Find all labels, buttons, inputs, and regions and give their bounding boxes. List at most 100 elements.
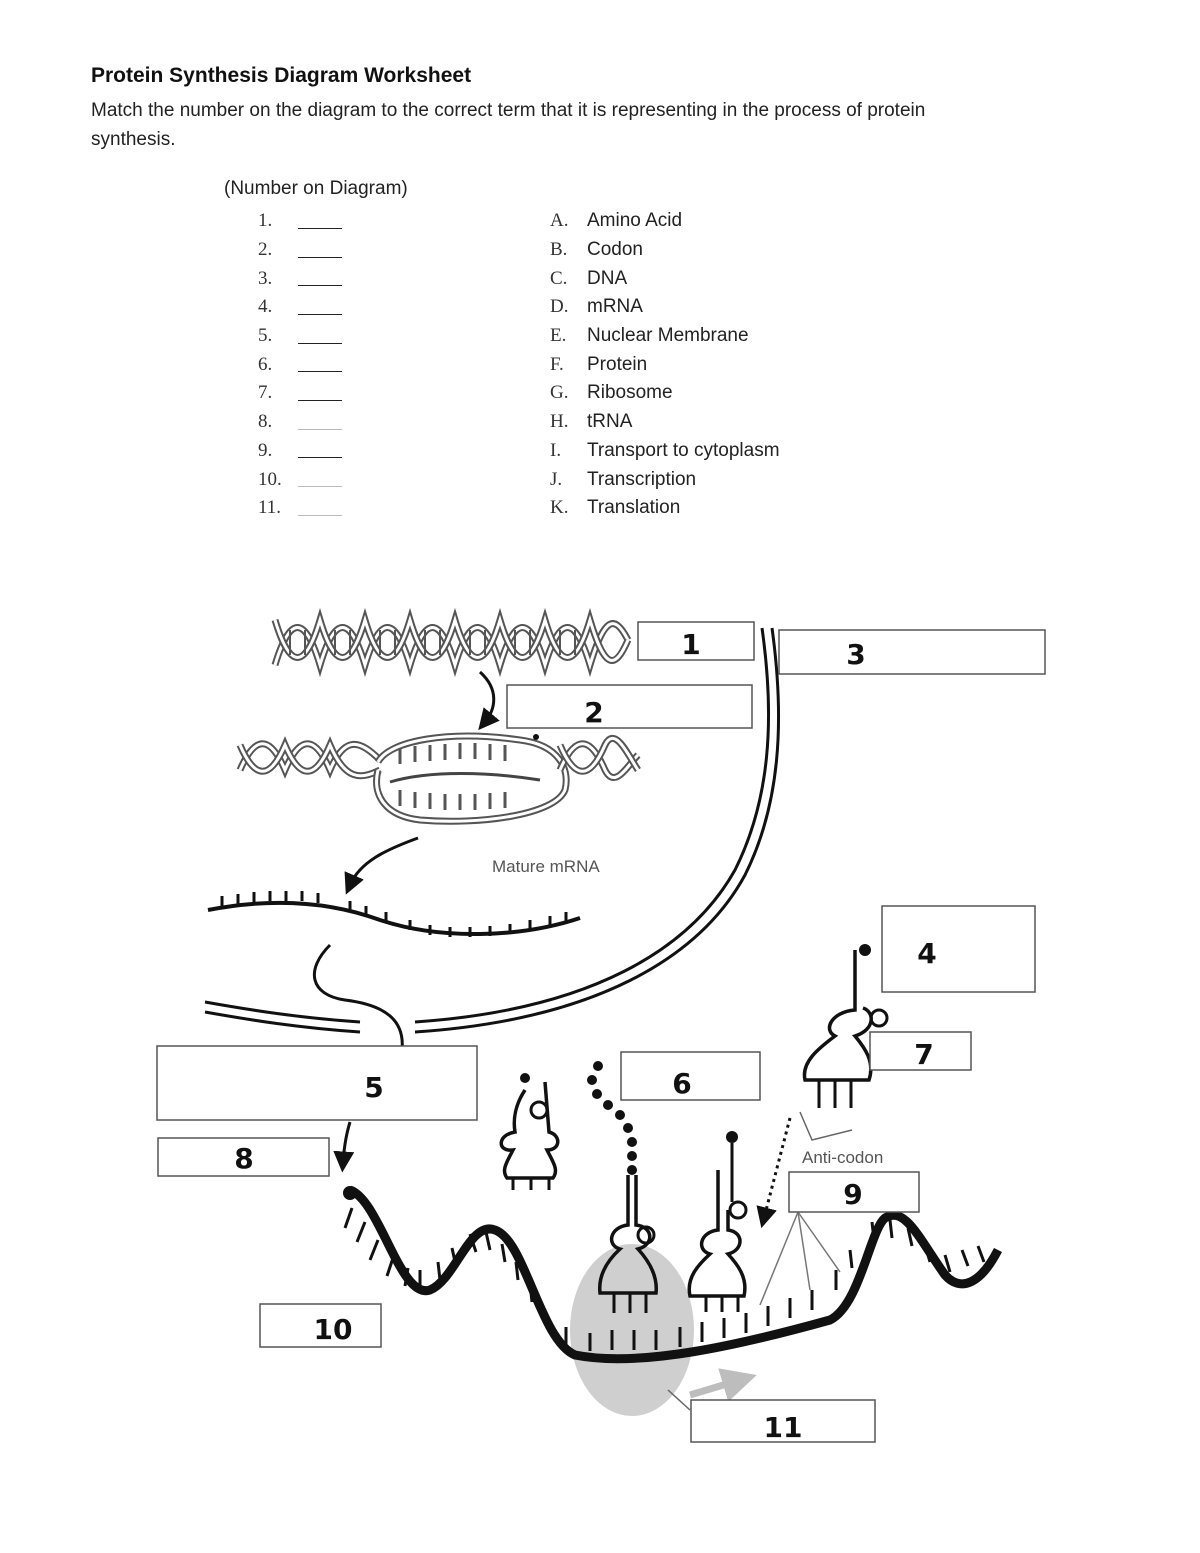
term-item: I. Transport to cytoplasm (550, 437, 780, 466)
cytoplasm-mrna-strand (343, 1185, 1003, 1364)
label-box-number: 6 (672, 1067, 691, 1100)
trna-at-ribosome (598, 1175, 658, 1313)
label-box-1[interactable]: 1 (637, 621, 755, 661)
label-box-4[interactable]: 4 (881, 905, 1036, 993)
term-letter: I. (550, 439, 562, 461)
protein-chain (587, 1061, 637, 1175)
label-box-11[interactable]: 11 (690, 1399, 876, 1444)
trna-incoming (802, 944, 889, 1108)
answer-blank[interactable] (298, 501, 342, 516)
answer-blank[interactable] (298, 472, 342, 488)
term-item: G. Ribosome (550, 379, 780, 408)
mature-mrna-label: Mature mRNA (492, 857, 600, 876)
answer-row: 9. (258, 437, 342, 466)
term-letter: G. (550, 382, 569, 404)
label-box-number: 10 (314, 1313, 353, 1346)
answer-row: 3. (258, 264, 342, 293)
transcription-arrow (478, 670, 500, 731)
label-box-number: 5 (364, 1071, 383, 1104)
answer-blank[interactable] (298, 443, 342, 459)
label-box-3[interactable]: 3 (778, 629, 1046, 675)
label-box-2[interactable]: 2 (506, 684, 753, 729)
term-letter: D. (550, 296, 569, 318)
trna-free-left (499, 1073, 560, 1190)
term-letter: A. (550, 210, 569, 232)
answer-row: 4. (258, 293, 342, 322)
label-box-number: 3 (846, 638, 865, 671)
label-box-number: 8 (234, 1142, 253, 1175)
answer-row: 6. (258, 350, 342, 379)
answer-number: 2. (258, 239, 273, 261)
answer-number-list: 1. 2. 3. 4. 5. 6. 7. 8. 9. 10. 11. (258, 207, 342, 523)
term-text: Amino Acid (587, 210, 683, 232)
mrna-exit-pore (312, 943, 404, 1051)
term-item: E. Nuclear Membrane (550, 322, 780, 351)
term-letter: F. (550, 353, 564, 375)
anti-codon-label: Anti-codon (802, 1148, 883, 1167)
answer-row: 11. (258, 494, 342, 523)
answer-number: 1. (258, 210, 273, 232)
label-box-number: 11 (764, 1411, 803, 1444)
term-letter: C. (550, 267, 568, 289)
answer-number: 10. (258, 468, 282, 490)
term-text: tRNA (587, 411, 633, 433)
answer-blank[interactable] (298, 386, 342, 401)
answer-blank[interactable] (298, 271, 342, 287)
answer-row: 5. (258, 322, 342, 351)
term-letter: B. (550, 239, 568, 261)
answer-row: 7. (258, 379, 342, 408)
term-letter: J. (550, 468, 563, 490)
answer-number: 6. (258, 353, 273, 375)
answer-number: 7. (258, 382, 273, 404)
codon-pointer-lines (759, 1211, 841, 1306)
term-text: Ribosome (587, 382, 673, 404)
answer-row: 1. (258, 207, 342, 236)
trna-second-site (687, 1131, 748, 1312)
term-text: Nuclear Membrane (587, 325, 749, 347)
term-item: K. Translation (550, 494, 780, 523)
dna-double-helix (271, 607, 632, 678)
term-item: A. Amino Acid (550, 207, 780, 236)
term-text: Protein (587, 353, 648, 375)
label-box-number: 4 (917, 937, 936, 970)
term-letter: K. (550, 497, 569, 519)
label-box-8[interactable]: 8 (157, 1137, 330, 1177)
ribosome-direction-arrow (688, 1368, 757, 1402)
answer-number: 8. (258, 411, 273, 433)
answer-row: 8. (258, 408, 342, 437)
trna-delivery-arrow (756, 1117, 792, 1229)
term-letter: H. (550, 411, 569, 433)
term-item: C.DNA (550, 264, 780, 293)
answer-blank[interactable] (298, 329, 342, 344)
term-item: F. Protein (550, 350, 780, 379)
number-column-header: (Number on Diagram) (224, 178, 408, 199)
answer-blank[interactable] (298, 243, 342, 258)
ribosome-pointer-line (667, 1389, 691, 1411)
label-box-number: 9 (843, 1178, 862, 1211)
term-text: Translation (587, 497, 681, 519)
label-box-6[interactable]: 6 (620, 1051, 761, 1101)
transport-arrow (333, 1121, 355, 1173)
answer-number: 5. (258, 325, 273, 347)
term-letter: E. (550, 325, 567, 347)
label-box-10[interactable]: 10 (259, 1303, 382, 1348)
answer-row: 2. (258, 236, 342, 265)
label-box-5[interactable]: 5 (156, 1045, 478, 1121)
term-text: Transport to cytoplasm (587, 439, 780, 461)
answer-blank[interactable] (298, 300, 342, 315)
label-box-number: 2 (584, 696, 603, 729)
answer-blank[interactable] (298, 415, 342, 430)
answer-number: 4. (258, 296, 273, 318)
term-item: J. Transcription (550, 465, 780, 494)
transcription-bubble (236, 732, 641, 825)
mature-mrna-strand (207, 891, 581, 937)
term-list: A.Amino Acid B.Codon C.DNA D.mRNA E.Nucl… (550, 207, 780, 523)
term-text: Transcription (587, 468, 697, 490)
answer-blank[interactable] (298, 357, 342, 373)
label-box-7[interactable]: 7 (869, 1031, 972, 1071)
answer-number: 11. (258, 497, 282, 519)
label-box-9[interactable]: 9 (788, 1171, 920, 1213)
answer-blank[interactable] (298, 214, 342, 229)
anti-codon-bracket (799, 1111, 853, 1141)
